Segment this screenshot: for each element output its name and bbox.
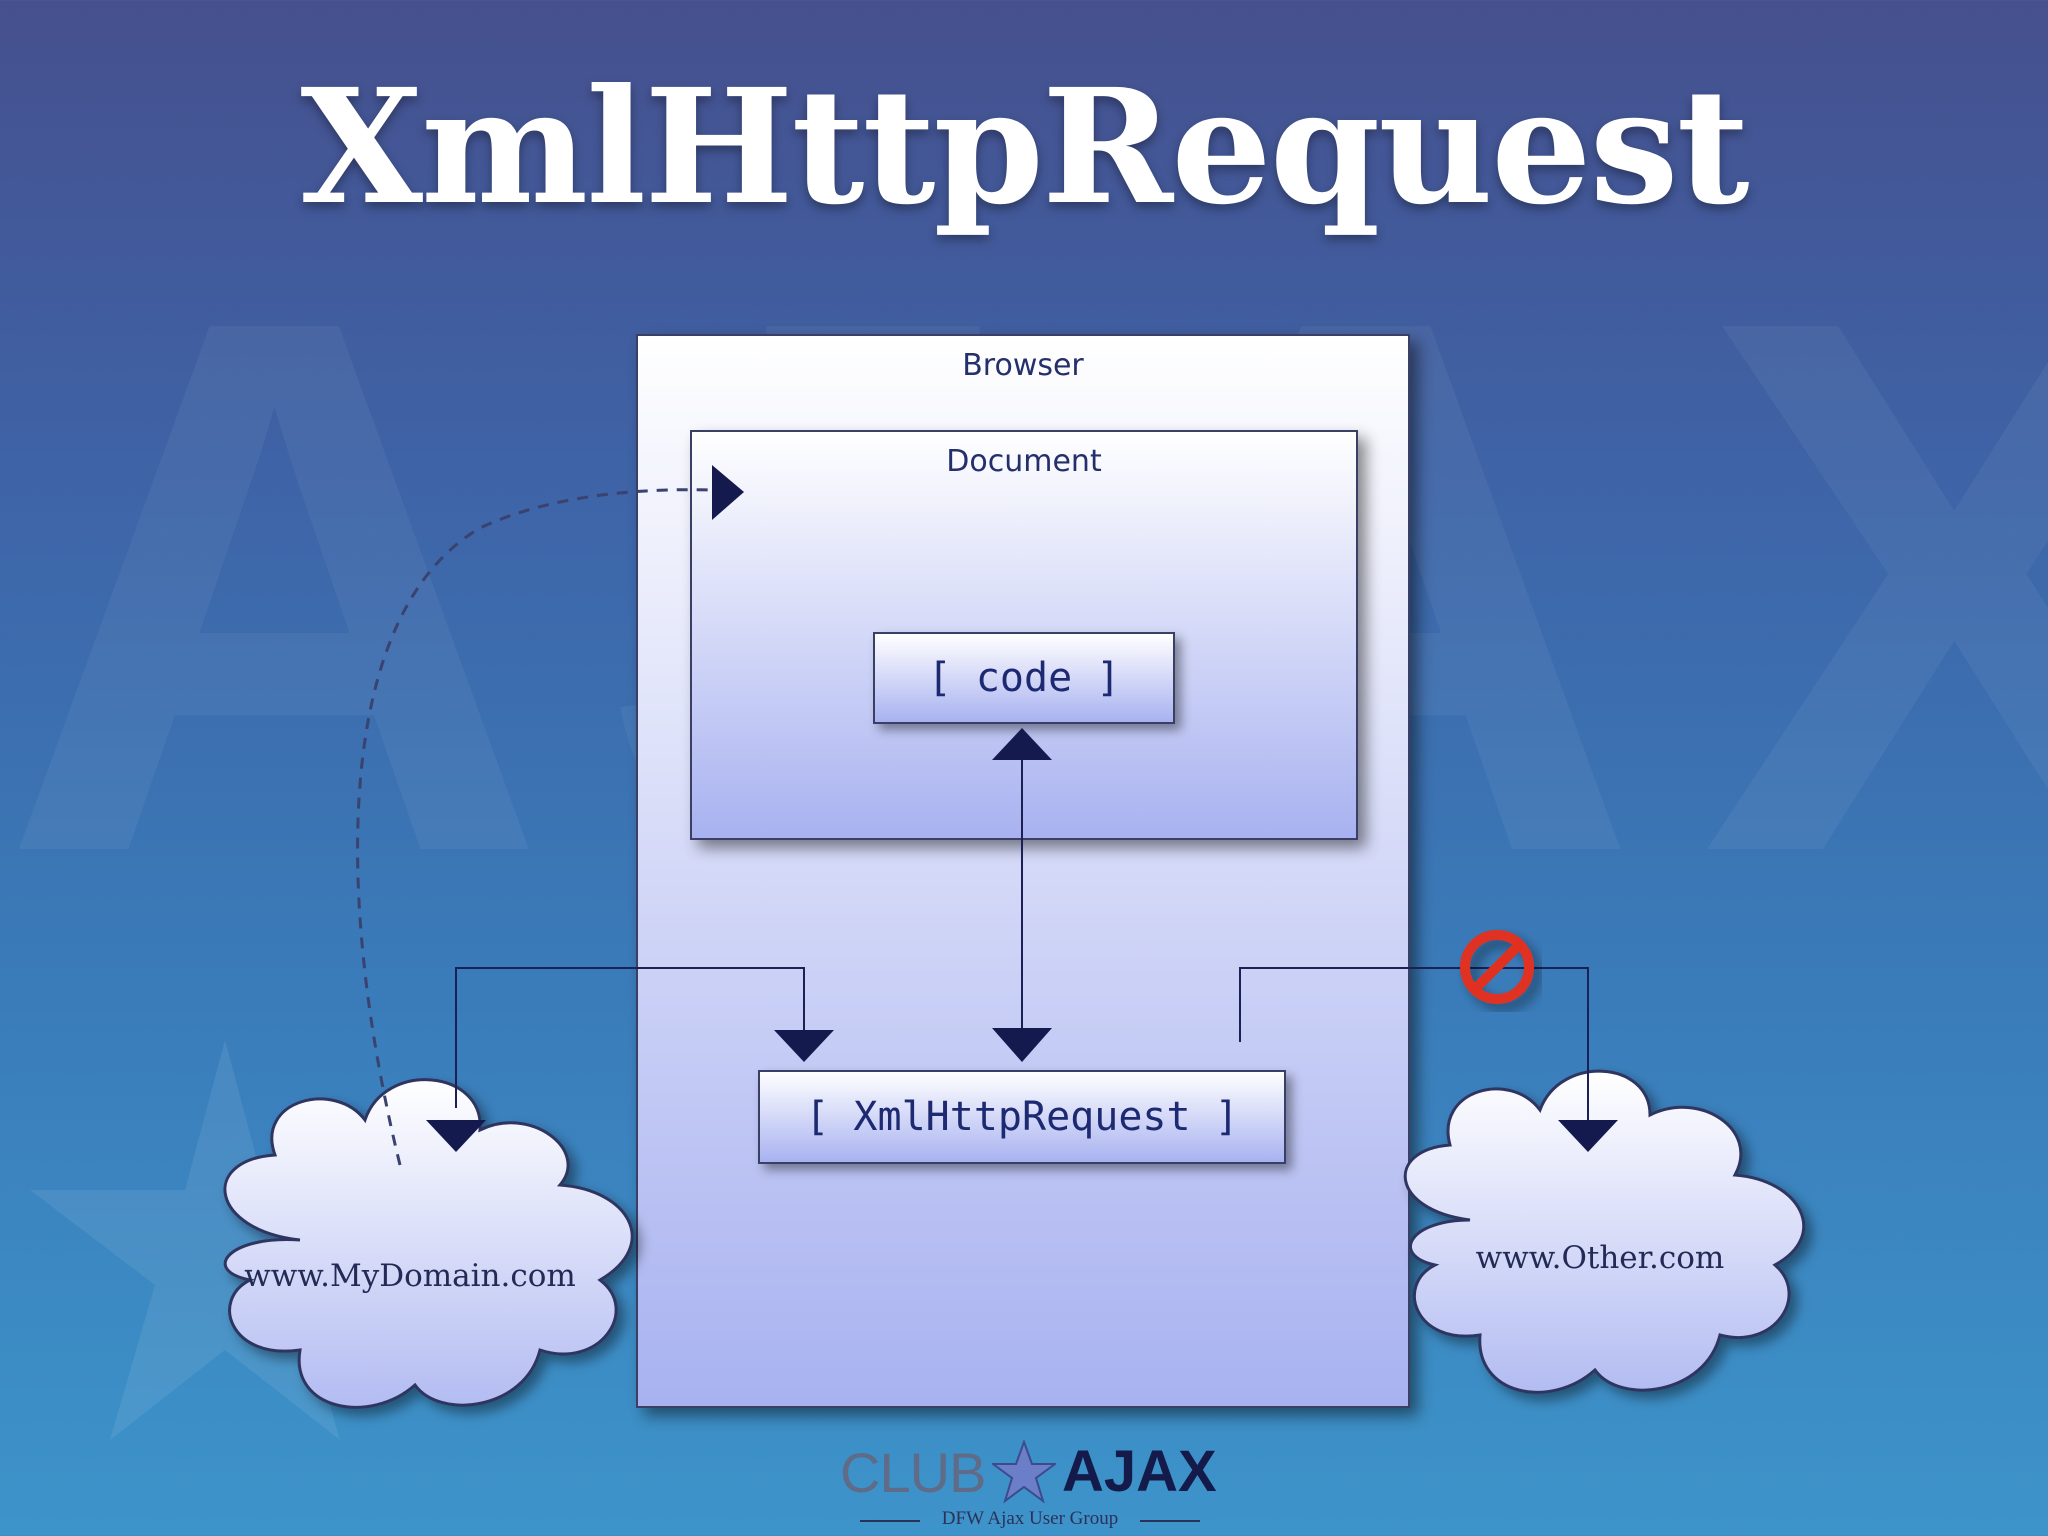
arrow-down-to-other [1558, 1120, 1618, 1152]
arrow-down-to-xhr [992, 1028, 1052, 1062]
browser-label: Browser [962, 348, 1084, 383]
cloud-label-other: www.Other.com [1475, 1240, 1725, 1276]
cloud-other [1403, 1069, 1806, 1394]
dashed-response-curve [356, 488, 713, 1166]
xmlhttprequest-box: [ XmlHttpRequest ] [758, 1070, 1286, 1164]
logo-subtitle: DFW Ajax User Group [941, 1508, 1119, 1529]
other-connector [1239, 967, 1589, 1120]
logo-rule-right [1140, 1520, 1200, 1522]
document-label: Document [946, 444, 1102, 479]
logo-ajax-text: AJAX [1062, 1439, 1217, 1504]
page-title: XmlHttpRequest [300, 55, 1749, 240]
logo-rule-left [860, 1520, 920, 1522]
arrow-down-to-mydomain [426, 1120, 486, 1152]
cloud-label-mydomain: www.MyDomain.com [244, 1258, 576, 1294]
mydomain-connector [455, 967, 805, 1108]
star-icon [992, 1440, 1056, 1504]
cloud-mydomain [223, 1078, 634, 1409]
arrow-up-to-code [992, 728, 1052, 760]
logo-club-text: CLUB [840, 1441, 986, 1504]
arrow-down-to-xhr-left [774, 1030, 834, 1062]
code-box: [ code ] [873, 632, 1175, 724]
dashed-arrow-head [712, 465, 744, 520]
no-entry-icon [1460, 930, 1534, 1004]
club-ajax-logo: CLUB AJAX DFW Ajax User Group [840, 1436, 1217, 1536]
